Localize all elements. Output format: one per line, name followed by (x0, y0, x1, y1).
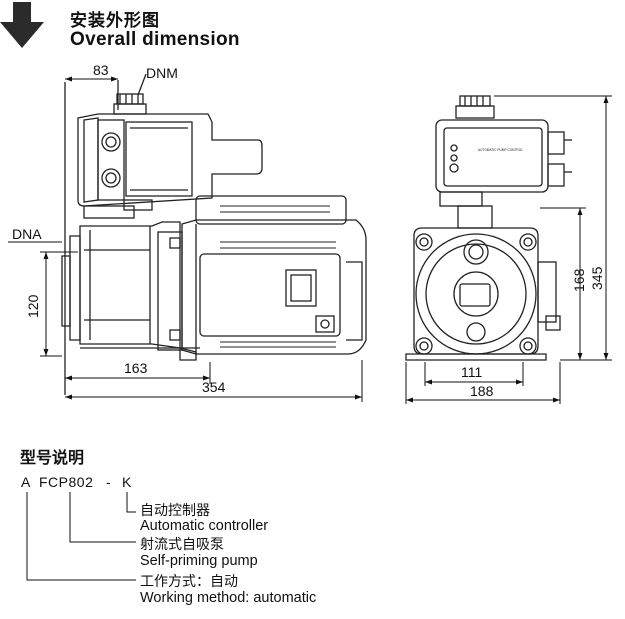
model-code-dash: - (106, 474, 112, 490)
front-view (405, 95, 572, 361)
dim-188: 188 (470, 383, 494, 399)
model-code-fcp802: FCP802 (39, 474, 94, 490)
title-english: Overall dimension (70, 29, 240, 50)
dim-168: 168 (571, 268, 587, 292)
label-dna: DNA (12, 226, 42, 242)
label-dnm: DNM (146, 65, 178, 81)
dim-120: 120 (25, 294, 41, 318)
controller-title: AUTOMATIC PUMP CONTROL (478, 148, 523, 152)
label-method-en: Working method: automatic (140, 590, 317, 606)
label-pump-en: Self-priming pump (140, 553, 258, 569)
dim-163: 163 (124, 360, 148, 376)
front-view-dimensions (405, 95, 612, 404)
label-pump-cn: 射流式自吸泵 (140, 537, 224, 553)
side-view (61, 73, 367, 395)
dim-83: 83 (93, 62, 109, 78)
dim-354: 354 (202, 379, 226, 395)
label-controller-en: Automatic controller (140, 518, 269, 534)
model-section-title: 型号说明 (20, 448, 85, 467)
title-chinese: 安装外形图 (70, 11, 160, 31)
model-code-k: K (122, 474, 132, 490)
down-arrow-icon (0, 2, 44, 48)
model-leader-lines (26, 492, 136, 581)
label-controller-cn: 自动控制器 (140, 503, 210, 519)
model-code-a: A (21, 474, 31, 490)
label-method-cn: 工作方式：自动 (140, 574, 238, 590)
dim-111: 111 (461, 364, 482, 380)
dim-345: 345 (589, 266, 605, 290)
side-view-dimensions (8, 76, 363, 402)
